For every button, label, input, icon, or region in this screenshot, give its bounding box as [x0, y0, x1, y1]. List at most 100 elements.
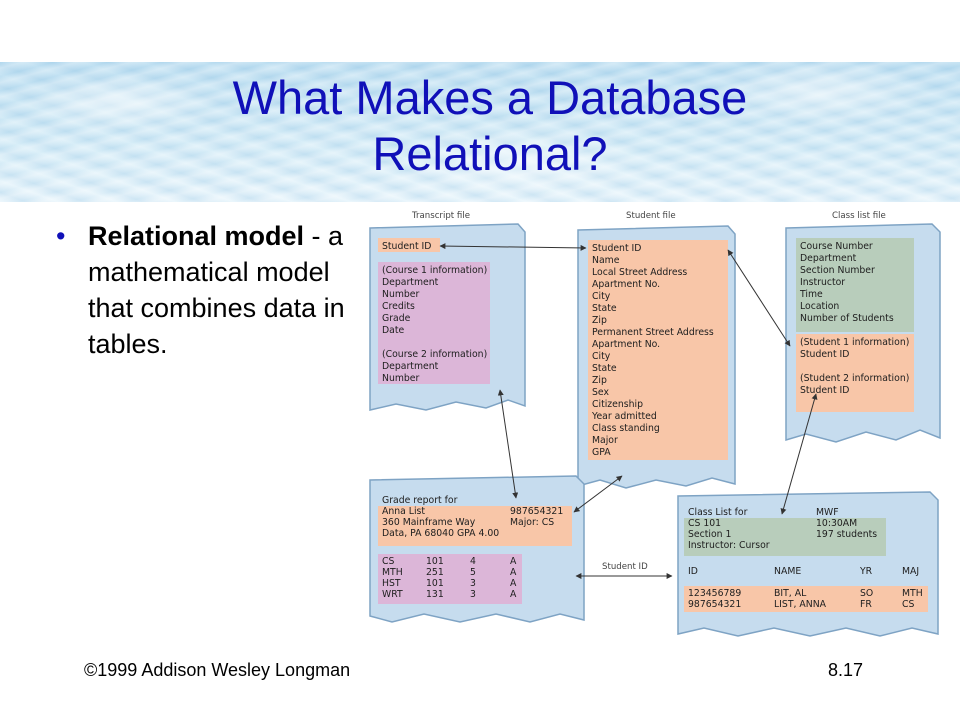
classlist-rows: 123456789 BIT, AL SO MTH 987654321 LIST, ANNA… [688, 588, 923, 610]
bullet-separator: - [304, 221, 329, 251]
transcript-caption: Transcript file [411, 211, 470, 221]
grade-cell: CS [382, 556, 394, 567]
class-field: Location [800, 301, 839, 312]
grade-cell: 251 [426, 567, 444, 578]
class-fields-block [796, 238, 914, 332]
student-field: State [592, 303, 617, 314]
grade-cell: A [510, 567, 517, 578]
connector-label: Student ID [602, 562, 648, 572]
class-field: Course Number [800, 241, 873, 252]
grade-cell: A [510, 589, 517, 600]
student-field: City [592, 351, 611, 362]
student-field: Major [592, 435, 618, 446]
transcript-fields-block [378, 262, 490, 384]
student-field: State [592, 363, 617, 374]
classlist-cell: BIT, AL [774, 588, 807, 599]
title-line-2: Relational? [372, 127, 608, 180]
classlist-cell: 123456789 [688, 588, 741, 599]
arrow-transcript-student [439, 243, 587, 251]
classlist-header-text: CS 101 [688, 518, 721, 529]
grade-cell: HST [382, 578, 401, 589]
student-field: Zip [592, 315, 607, 326]
bullet-term: Relational model [88, 221, 305, 251]
classlist-header-text: Class List for [688, 507, 748, 518]
classlist-header: Class List for MWF CS 101 10:30AM Section 1 1… [688, 507, 877, 551]
grade-cell: 101 [426, 556, 444, 567]
classlist-header-value: MWF [816, 507, 839, 518]
student-field: Permanent Street Address [592, 327, 714, 338]
arrow-class-classlist [780, 393, 818, 515]
class-link-field: Student ID [800, 349, 849, 360]
classlist-header-block [684, 518, 886, 556]
class-field: Time [799, 289, 823, 300]
classlist-column-header: NAME [774, 566, 801, 577]
slide-number: 8.17 [828, 660, 864, 680]
classlist-column-header: MAJ [902, 566, 919, 577]
classlist-header-text: Instructor: Cursor [688, 540, 770, 551]
classlist-column-header: YR [859, 566, 873, 577]
classlist-header-value: 197 students [816, 529, 877, 540]
student-field: Local Street Address [592, 267, 687, 278]
transcript-fields: (Course 1 information)DepartmentNumberCr… [382, 265, 487, 384]
title-line-1: What Makes a Database [232, 71, 748, 124]
grade-cell: WRT [382, 589, 403, 600]
student-field: City [592, 291, 611, 302]
grade-header-text: 360 Mainframe Way [382, 517, 476, 528]
classlist-cell: SO [860, 588, 873, 599]
student-field: Zip [592, 375, 607, 386]
grade-cell: A [510, 578, 517, 589]
classlist-column-header: ID [688, 566, 698, 577]
transcript-field: Credits [382, 301, 415, 312]
arrow-student-grade [573, 475, 623, 513]
relational-diagram: Transcript file Student file Class list … [369, 211, 941, 637]
transcript-field: Department [382, 277, 439, 288]
student-field: Apartment No. [592, 339, 660, 350]
grade-cell: 101 [426, 578, 444, 589]
arrow-transcript-grade [497, 389, 519, 499]
title-banner [0, 62, 960, 202]
grade-rows-block [378, 554, 522, 604]
class-field: Instructor [800, 277, 845, 288]
class-links: (Student 1 information)Student ID(Studen… [800, 337, 909, 396]
student-field: Student ID [592, 243, 641, 254]
bullet-description: a mathematical model that combines data … [88, 221, 345, 359]
student-field: Name [592, 255, 620, 266]
classlist-cell: 987654321 [688, 599, 741, 610]
classlist-header-text: Section 1 [688, 529, 731, 540]
grade-cell: 3 [470, 589, 476, 600]
classlist-header-value: 10:30AM [816, 518, 857, 529]
classlist-columns: ID NAME YR MAJ [688, 566, 919, 577]
grade-header-value: Major: CS [510, 517, 554, 528]
transcript-field: Number [382, 289, 420, 300]
transcript-field: (Course 2 information) [382, 349, 487, 360]
grade-cell: 4 [470, 556, 476, 567]
class-link-field: (Student 2 information) [800, 373, 909, 384]
classlist-cell: FR [860, 599, 872, 610]
bullet-list: •Relational model - a mathematical model… [56, 218, 346, 362]
class-list-caption: Class list file [832, 211, 886, 221]
transcript-key-block [378, 238, 440, 252]
transcript-field: Department [382, 361, 439, 372]
class-field: Number of Students [800, 313, 894, 324]
arrow-student-classlinks [727, 249, 791, 347]
transcript-field: Number [382, 373, 420, 384]
grade-cell: A [510, 556, 517, 567]
grade-header-value: 987654321 [510, 506, 563, 517]
classlist-cell: LIST, ANNA [774, 599, 827, 610]
grade-cell: 5 [470, 567, 476, 578]
class-link-field: Student ID [800, 385, 849, 396]
classlist-cell: CS [902, 599, 914, 610]
transcript-key: Student ID [382, 241, 431, 252]
grade-cell: 3 [470, 578, 476, 589]
footer-copyright: ©1999 Addison Wesley Longman [84, 660, 351, 680]
student-field: Apartment No. [592, 279, 660, 290]
class-field: Department [800, 253, 857, 264]
grade-header-text: Anna List [382, 506, 425, 517]
grade-header-text: Grade report for [382, 495, 458, 506]
classlist-cell: MTH [902, 588, 923, 599]
class-link-field: (Student 1 information) [800, 337, 909, 348]
grade-cell: MTH [382, 567, 403, 578]
